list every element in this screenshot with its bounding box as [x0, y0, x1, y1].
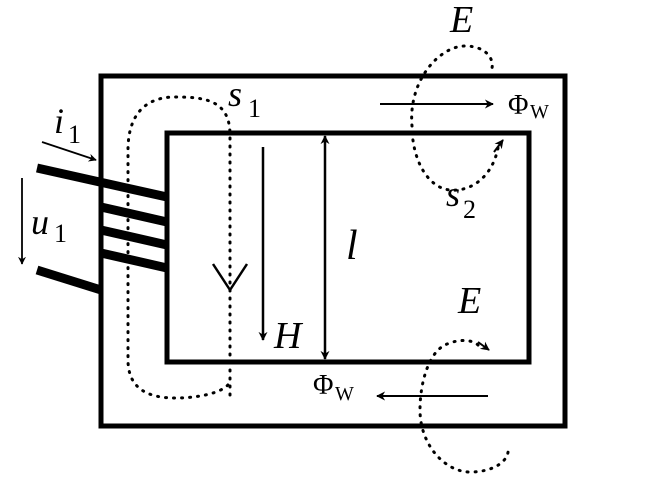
s1-direction-arrowhead: [211, 263, 249, 293]
e-bottom-arrowhead: [477, 341, 490, 351]
label-phi-bottom-sub: W: [335, 383, 354, 405]
label-e-top: E: [449, 0, 473, 41]
label-phi-top: Φ: [508, 90, 528, 121]
core-inner-rect: [164, 130, 532, 365]
path-s1-dotted: [126, 95, 232, 400]
label-i1-sub: 1: [68, 120, 81, 149]
label-u1: u: [31, 202, 49, 242]
label-phi-bottom: Φ: [313, 370, 333, 401]
current-i1-arrow: [41, 141, 97, 162]
label-e-bottom: E: [457, 280, 481, 322]
label-s2: s: [446, 174, 460, 214]
label-s1: s: [228, 74, 242, 114]
label-phi-top-sub: W: [530, 101, 549, 123]
label-s1-sub: 1: [248, 94, 261, 123]
label-s2-sub: 2: [463, 195, 476, 224]
core-outer-rect: [98, 73, 568, 429]
coil-winding: [35, 163, 168, 295]
path-e-bottom-dotted: [418, 339, 510, 474]
label-h: H: [273, 315, 304, 357]
label-i1: i: [54, 101, 64, 141]
label-l: l: [346, 223, 358, 269]
path-s2-dotted: [410, 44, 500, 192]
label-u1-sub: 1: [54, 219, 67, 248]
e-top-arrowhead: [493, 139, 504, 153]
